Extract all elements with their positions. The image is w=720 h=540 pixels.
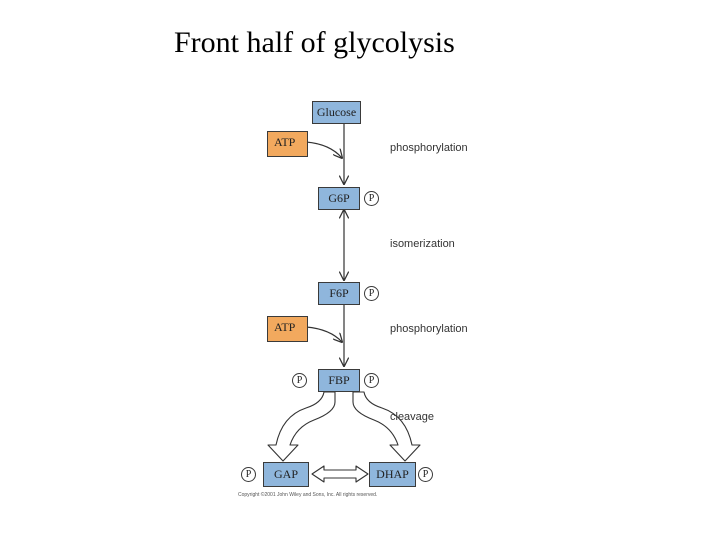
phosphate-dhap-label: P <box>422 469 429 480</box>
phosphate-g6p: P <box>364 191 379 206</box>
phosphate-f6p: P <box>364 286 379 301</box>
atp-label-1: ATP <box>274 135 296 149</box>
fbp-box: FBP <box>318 369 360 392</box>
atp-box-2: ATP <box>267 316 308 342</box>
phosphate-fbp-left: P <box>292 373 307 388</box>
arrow-cleavage <box>267 391 421 462</box>
phosphate-f6p-label: P <box>368 288 375 299</box>
phosphate-fbp-right-label: P <box>368 375 375 386</box>
phosphate-dhap: P <box>418 467 433 482</box>
glucose-label: Glucose <box>316 105 357 119</box>
g6p-label: G6P <box>328 191 350 205</box>
atp-label-2: ATP <box>274 320 296 334</box>
phosphate-gap-label: P <box>245 469 252 480</box>
dhap-label: DHAP <box>376 467 409 481</box>
step-label-phosphorylation-1: phosphorylation <box>390 142 468 154</box>
glucose-box: Glucose <box>312 101 361 124</box>
step-label-cleavage: cleavage <box>390 411 435 423</box>
dhap-box: DHAP <box>369 462 416 487</box>
arrow-gap-dhap <box>311 465 369 483</box>
slide-title: Front half of glycolysis <box>174 26 455 59</box>
fbp-label: FBP <box>328 373 350 387</box>
f6p-box: F6P <box>318 282 360 305</box>
phosphate-fbp-left-label: P <box>296 375 303 386</box>
phosphate-fbp-right: P <box>364 373 379 388</box>
g6p-box: G6P <box>318 187 360 210</box>
gap-label: GAP <box>273 467 298 481</box>
gap-box: GAP <box>263 462 309 487</box>
copyright-notice: Copyright ©2001 John Wiley and Sons, Inc… <box>238 492 378 498</box>
phosphate-gap: P <box>241 467 256 482</box>
step-label-isomerization: isomerization <box>390 238 455 250</box>
f6p-label: F6P <box>329 286 349 300</box>
atp-box-1: ATP <box>267 131 308 157</box>
arrow-atp1-curve <box>305 141 342 158</box>
step-label-phosphorylation-2: phosphorylation <box>390 323 468 335</box>
arrow-atp2-curve <box>305 326 342 342</box>
phosphate-g6p-label: P <box>368 193 375 204</box>
